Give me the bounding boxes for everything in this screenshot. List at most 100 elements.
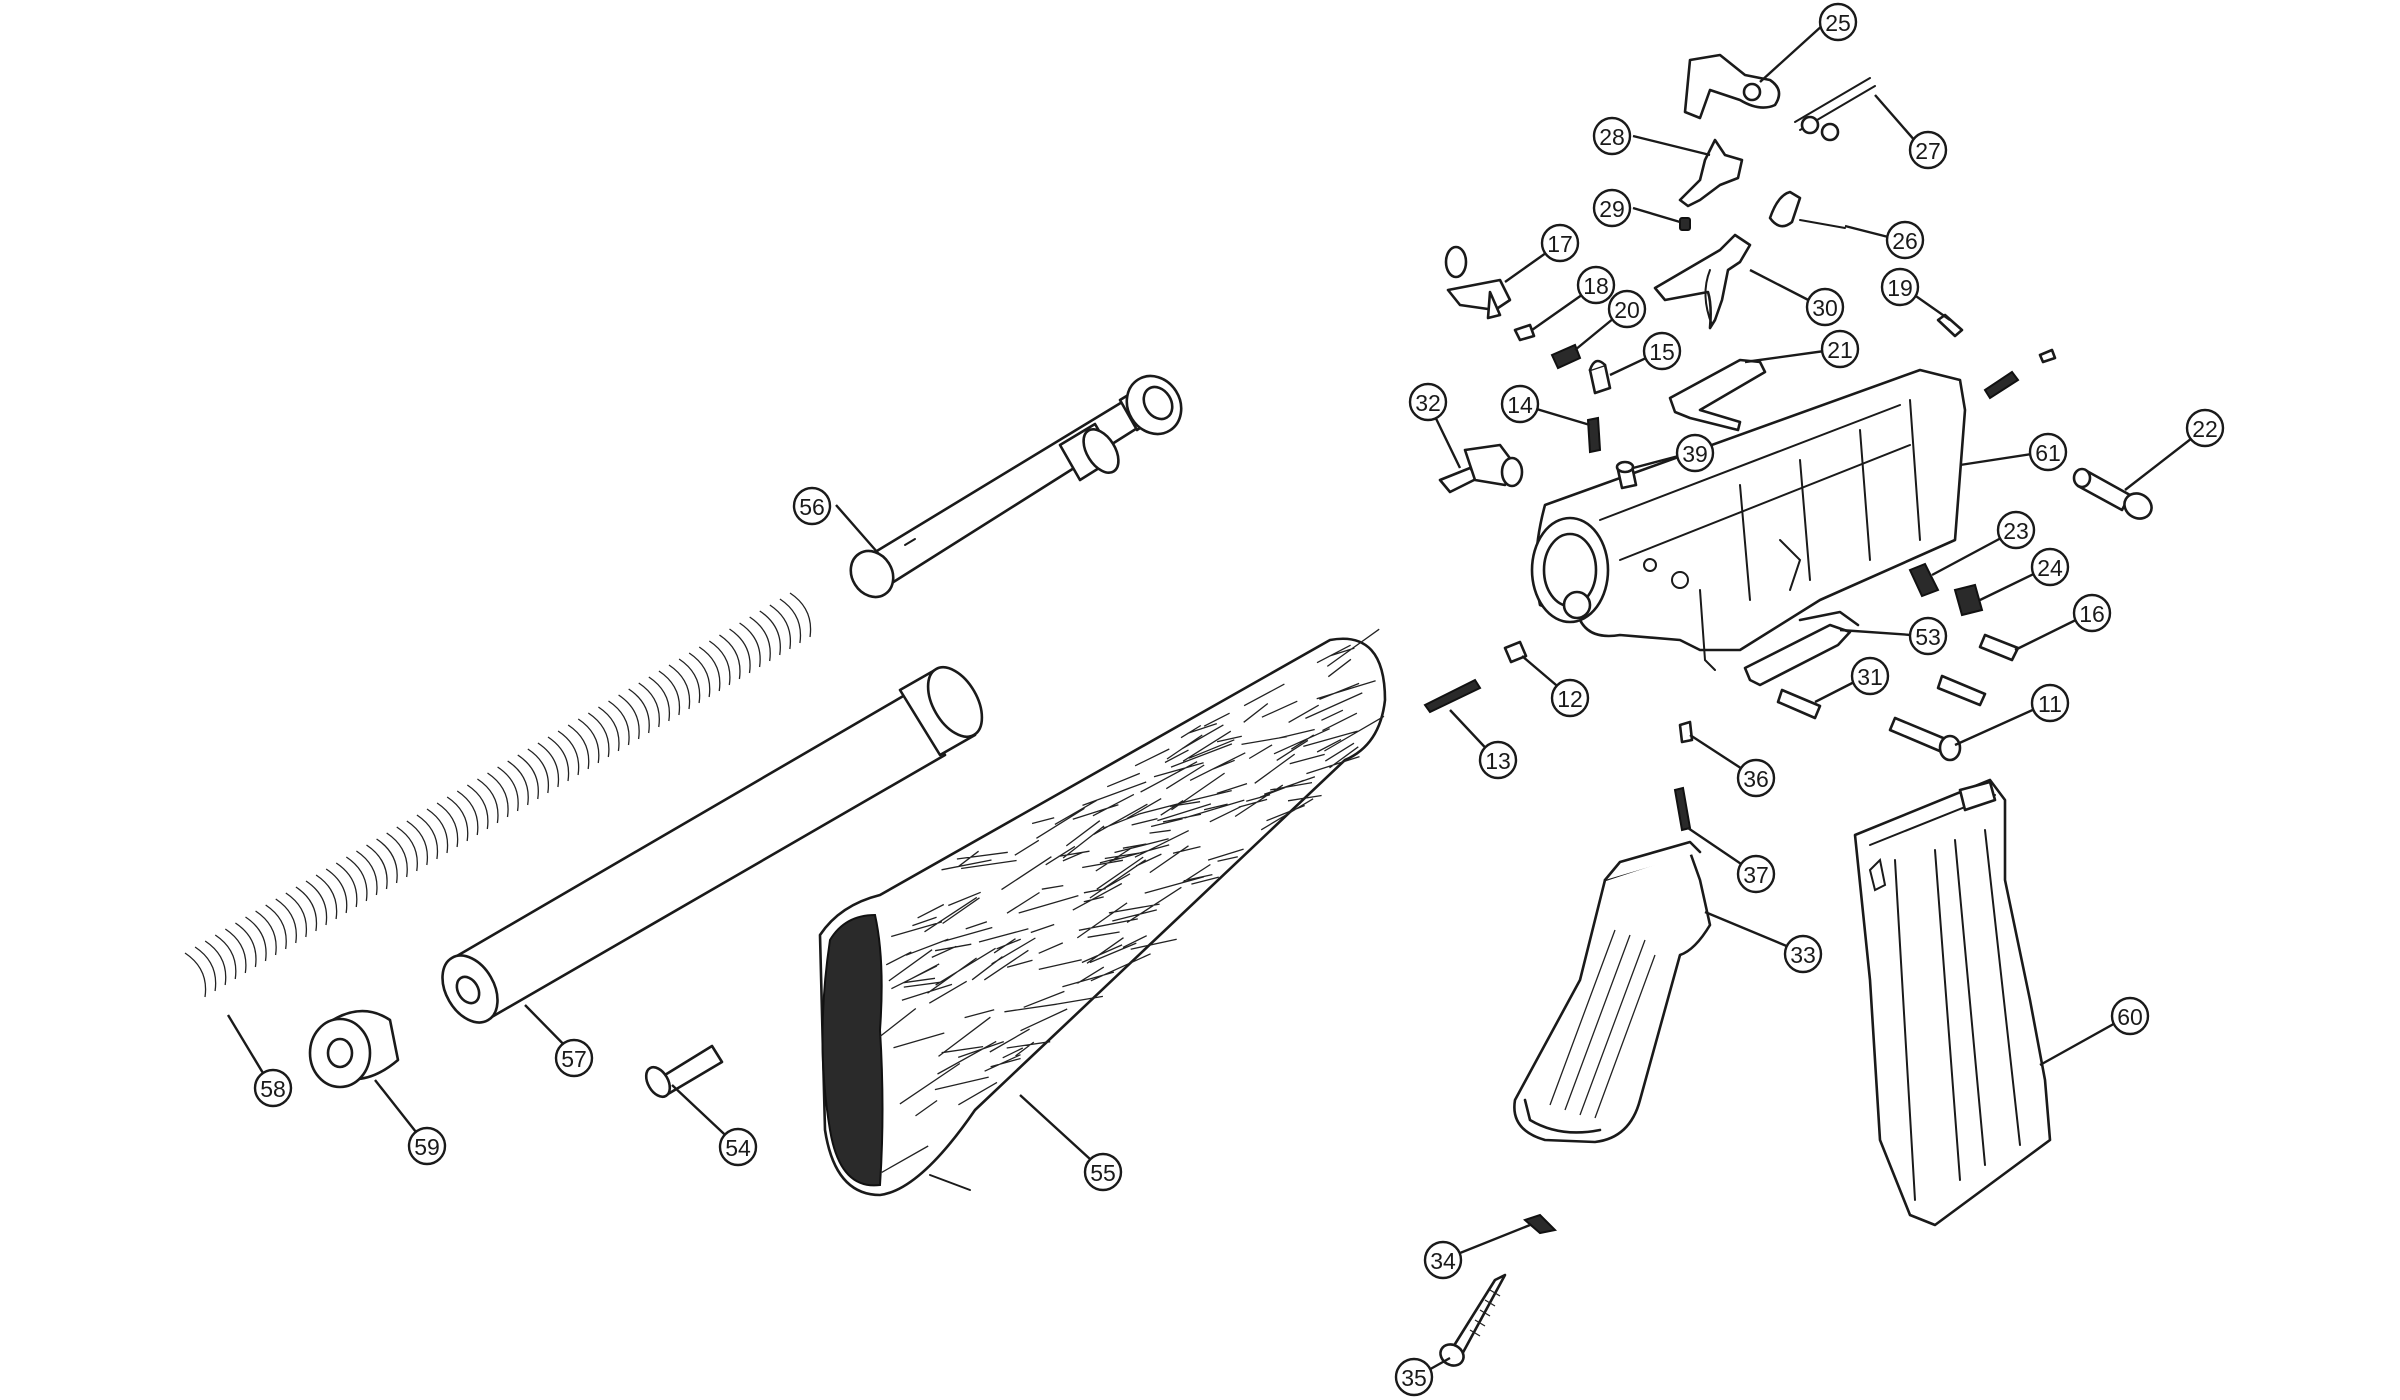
pin-19-part (1936, 313, 1964, 338)
callout-label: 29 (1599, 196, 1625, 222)
callout-12: 12 (1550, 678, 1590, 718)
callout-circle (2185, 408, 2225, 448)
callout-15: 15 (1642, 331, 1682, 371)
buffer-spring-part (184, 592, 812, 998)
callout-17: 17 (1540, 223, 1580, 263)
spacer-part (308, 1009, 400, 1089)
callout-circle (2030, 547, 2070, 587)
callout-circle (1394, 1357, 1434, 1397)
callout-27: 27 (1908, 130, 1948, 170)
callout-29: 29 (1592, 188, 1632, 228)
pin-11-part (1888, 716, 1962, 762)
hammer-part (1683, 53, 1781, 120)
callout-37: 37 (1736, 854, 1776, 894)
callout-label: 60 (2117, 1004, 2143, 1030)
callout-label: 55 (1090, 1160, 1116, 1186)
disconnector-part (1678, 138, 1744, 208)
callout-circle (1885, 220, 1925, 260)
callout-57: 57 (554, 1038, 594, 1078)
callout-11: 11 (2030, 683, 2070, 723)
callout-21: 21 (1820, 329, 1860, 369)
callout-circle (554, 1038, 594, 1078)
callout-label: 21 (1827, 337, 1853, 363)
callout-circle (1996, 510, 2036, 550)
callout-label: 33 (1790, 942, 1816, 968)
callout-label: 20 (1614, 297, 1640, 323)
lever-53-part (1743, 610, 1860, 687)
callout-label: 27 (1915, 138, 1941, 164)
callout-label: 57 (561, 1046, 587, 1072)
callout-label: 24 (2037, 555, 2063, 581)
callout-label: 25 (1825, 10, 1851, 36)
lower-receiver-part (1530, 368, 1967, 671)
pin-18-part (1513, 323, 1536, 342)
callout-56: 56 (792, 486, 832, 526)
callout-32: 32 (1408, 382, 1448, 422)
callout-20: 20 (1607, 289, 1647, 329)
trigger-part (1653, 233, 1752, 330)
buffer-part (849, 374, 1183, 599)
callout-60: 60 (2110, 996, 2150, 1036)
washer-34-part (1523, 1213, 1558, 1235)
callout-circle (1675, 433, 1715, 473)
callout-circle (1550, 678, 1590, 718)
pin-31-part (1776, 688, 1822, 720)
callout-16: 16 (2072, 593, 2112, 633)
callout-circle (1783, 934, 1823, 974)
callout-label: 18 (1583, 273, 1609, 299)
callout-28: 28 (1592, 116, 1632, 156)
callout-33: 33 (1783, 934, 1823, 974)
callout-label: 30 (1812, 295, 1838, 321)
callout-54: 54 (718, 1127, 758, 1167)
callout-circle (1540, 223, 1580, 263)
spring-detent-pair (1983, 348, 2057, 400)
callout-label: 53 (1915, 624, 1941, 650)
spring-14-part (1586, 416, 1602, 454)
callout-label: 16 (2079, 601, 2105, 627)
trigger-guard-part (1668, 358, 1767, 432)
grip-part (1513, 840, 1712, 1144)
callout-circle (792, 486, 832, 526)
screw-35-part (1439, 1273, 1507, 1367)
spring-23-part (1908, 562, 1940, 598)
callout-label: 37 (1743, 862, 1769, 888)
callout-label: 26 (1892, 228, 1918, 254)
callout-61: 61 (2028, 432, 2068, 472)
detent-36-part (1678, 720, 1694, 744)
callout-circle (1083, 1152, 1123, 1192)
callout-circle (1880, 267, 1920, 307)
callout-58: 58 (253, 1068, 293, 1108)
callout-circle (1642, 331, 1682, 371)
callout-circle (718, 1127, 758, 1167)
pin-16-part (1978, 633, 2020, 662)
callout-circle (1805, 287, 1845, 327)
screw-22-part (2072, 467, 2153, 520)
callout-label: 12 (1557, 686, 1583, 712)
callout-label: 17 (1547, 231, 1573, 257)
callout-23: 23 (1996, 510, 2036, 550)
spring-20-part (1550, 343, 1582, 370)
callout-label: 14 (1507, 392, 1533, 418)
callout-label: 15 (1649, 339, 1675, 365)
callout-55: 55 (1083, 1152, 1123, 1192)
callout-label: 35 (1401, 1365, 1427, 1391)
callout-label: 23 (2003, 518, 2029, 544)
callout-circle (253, 1068, 293, 1108)
callout-36: 36 (1736, 758, 1776, 798)
plunger-39-part (1615, 460, 1638, 490)
selector-32-part (1438, 443, 1524, 494)
callout-label: 11 (2038, 691, 2062, 717)
hammer-spring-part (1794, 77, 1876, 142)
callout-24: 24 (2030, 547, 2070, 587)
callout-30: 30 (1805, 287, 1845, 327)
callout-label: 61 (2035, 440, 2061, 466)
callout-circle (1736, 758, 1776, 798)
spring-13-part (1423, 678, 1482, 714)
callout-circle (2028, 432, 2068, 472)
callout-22: 22 (2185, 408, 2225, 448)
callout-19: 19 (1880, 267, 1920, 307)
callout-circle (1850, 656, 1890, 696)
spring-29-part (1679, 217, 1691, 231)
callout-label: 31 (1857, 664, 1883, 690)
callout-26: 26 (1885, 220, 1925, 260)
